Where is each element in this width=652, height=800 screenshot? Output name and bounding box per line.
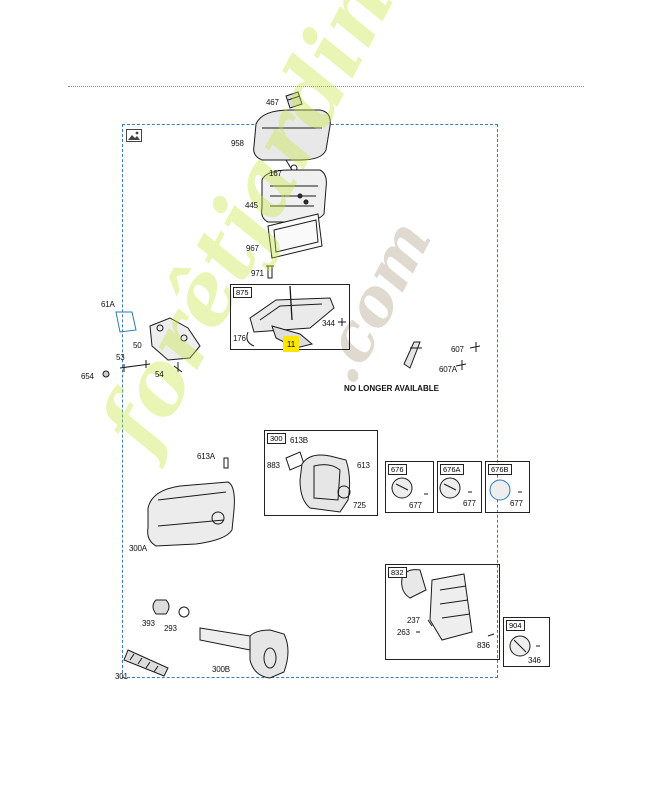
group-box-676: 676 bbox=[385, 461, 434, 513]
part-label[interactable]: 300A bbox=[129, 544, 147, 553]
part-label[interactable]: 613 bbox=[357, 461, 370, 470]
part-label[interactable]: 293 bbox=[164, 624, 177, 633]
bracket-607-drawing bbox=[403, 341, 481, 370]
group-box-832: 832 bbox=[385, 564, 500, 660]
group-box-676B: 676B bbox=[485, 461, 530, 513]
part-label[interactable]: 677 bbox=[463, 499, 476, 508]
part-label[interactable]: 613B bbox=[290, 436, 308, 445]
part-label[interactable]: 237 bbox=[407, 616, 420, 625]
group-box-300: 300 bbox=[264, 430, 378, 516]
part-label[interactable]: 883 bbox=[267, 461, 280, 470]
part-label[interactable]: 50 bbox=[133, 341, 142, 350]
part-label[interactable]: 467 bbox=[266, 98, 279, 107]
part-label[interactable]: 393 bbox=[142, 619, 155, 628]
part-label[interactable]: 445 bbox=[245, 201, 258, 210]
group-tag-875: 875 bbox=[233, 287, 252, 298]
part-label[interactable]: 654 bbox=[81, 372, 94, 381]
intake-elbow-drawing bbox=[102, 311, 201, 378]
part-label[interactable]: 836 bbox=[477, 641, 490, 650]
screw-971-drawing bbox=[266, 265, 274, 279]
part-label[interactable]: 61A bbox=[101, 300, 115, 309]
group-tag-676B: 676B bbox=[488, 464, 512, 475]
part-label[interactable]: 613A bbox=[197, 452, 215, 461]
part-label[interactable]: 967 bbox=[246, 244, 259, 253]
filter-element-drawing bbox=[267, 213, 323, 259]
screw-613A-drawing bbox=[223, 457, 229, 469]
deflector-676-drawing bbox=[391, 477, 522, 501]
muffler-300A-drawing bbox=[147, 481, 235, 547]
part-label[interactable]: 346 bbox=[528, 656, 541, 665]
availability-notice: NO LONGER AVAILABLE bbox=[344, 384, 439, 393]
top-divider bbox=[68, 86, 584, 87]
part-label[interactable]: 176 bbox=[233, 334, 246, 343]
part-label[interactable]: 677 bbox=[409, 501, 422, 510]
group-tag-676A: 676A bbox=[440, 464, 464, 475]
part-label[interactable]: 344 bbox=[322, 319, 335, 328]
group-tag-300: 300 bbox=[267, 433, 286, 444]
knob-467-drawing bbox=[285, 91, 303, 109]
part-label[interactable]: 263 bbox=[397, 628, 410, 637]
screen-904-drawing bbox=[509, 635, 540, 657]
group-tag-676: 676 bbox=[388, 464, 407, 475]
part-label[interactable]: 971 bbox=[251, 269, 264, 278]
image-placeholder-icon bbox=[126, 129, 142, 142]
group-tag-904: 904 bbox=[506, 620, 525, 631]
part-label[interactable]: 167 bbox=[269, 169, 282, 178]
part-label[interactable]: 53 bbox=[116, 353, 125, 362]
muffler-guard-drawing bbox=[285, 451, 351, 513]
part-label[interactable]: 607 bbox=[451, 345, 464, 354]
pre-cleaner-drawing bbox=[261, 169, 327, 223]
group-box-904: 904 bbox=[503, 617, 550, 667]
part-label[interactable]: 725 bbox=[353, 501, 366, 510]
part-label[interactable]: 677 bbox=[510, 499, 523, 508]
group-box-676A: 676A bbox=[437, 461, 482, 513]
part-label[interactable]: 607A bbox=[439, 365, 457, 374]
group-tag-832: 832 bbox=[388, 567, 407, 578]
part-label[interactable]: 54 bbox=[155, 370, 164, 379]
part-label[interactable]: 300B bbox=[212, 665, 230, 674]
exhaust-pipe-drawing bbox=[123, 599, 289, 679]
base-plate-drawing bbox=[246, 285, 346, 349]
part-label[interactable]: 958 bbox=[231, 139, 244, 148]
highlighted-part-callout[interactable]: 11 bbox=[283, 336, 299, 352]
part-label[interactable]: 301 bbox=[115, 672, 128, 681]
